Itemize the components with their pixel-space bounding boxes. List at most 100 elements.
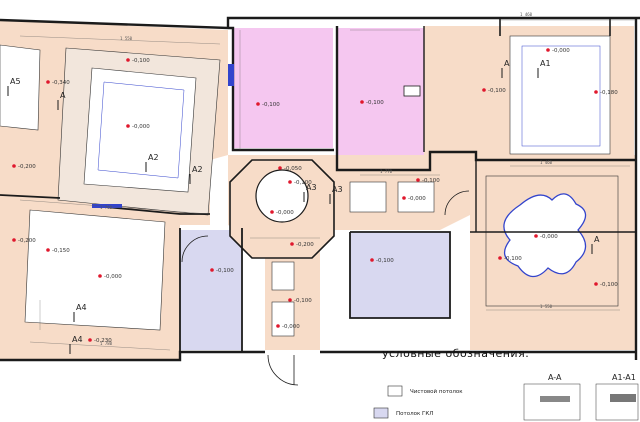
level-marker: -0,000 (534, 234, 558, 240)
level-marker: -0,200 (12, 164, 36, 170)
level-value: -0,050 (284, 166, 302, 172)
level-value: -0,100 (262, 102, 280, 108)
flower-ceiling (503, 193, 587, 278)
level-marker: -0,100 (360, 100, 384, 106)
section-mark: A2 (192, 165, 203, 174)
level-value: -0,100 (132, 58, 150, 64)
level-marker: -0,000 (276, 324, 300, 330)
level-value: -0,100 (488, 88, 506, 94)
room-pink-2 (337, 28, 429, 168)
level-marker: -0,100 (288, 298, 312, 304)
level-value: -0,100 (504, 256, 522, 262)
door-3 (267, 354, 299, 386)
section-mark: A (504, 59, 510, 68)
island-left-1-core (97, 81, 185, 179)
window-top (228, 64, 234, 86)
level-value: -0,200 (296, 242, 314, 248)
level-value: -0,000 (132, 124, 150, 130)
svg-text:1 770: 1 770 (380, 169, 393, 174)
level-marker: -0,100 (256, 102, 280, 108)
level-value: -0,180 (600, 90, 618, 96)
level-marker: -0,000 (98, 274, 122, 280)
island-right-bottom (485, 175, 619, 307)
level-value: -0,000 (408, 196, 426, 202)
door-2 (444, 190, 470, 216)
level-marker: -0,200 (12, 238, 36, 244)
section-a1-hatch (610, 394, 636, 402)
svg-text:1 780: 1 780 (100, 341, 113, 346)
svg-text:1 460: 1 460 (540, 160, 553, 165)
level-marker: -0,100 (210, 268, 234, 274)
section-mark: A4 (72, 335, 83, 344)
legend-swatch-plain (387, 385, 403, 397)
level-value: -0,100 (294, 298, 312, 304)
island-right-top-inner (521, 45, 601, 147)
level-value: -0,100 (294, 180, 312, 186)
svg-text:1 760: 1 760 (100, 205, 113, 210)
level-value: -0,100 (422, 178, 440, 184)
level-value: -0,150 (52, 248, 70, 254)
section-mark: A (60, 91, 66, 100)
level-value: -0,100 (376, 258, 394, 264)
level-marker: -0,100 (594, 282, 618, 288)
legend-title: условные обозначения. (382, 347, 529, 360)
level-marker: -0,100 (482, 88, 506, 94)
ceiling-islands (0, 35, 619, 337)
block-3 (271, 261, 295, 291)
window-left (92, 204, 122, 208)
level-marker: -0,200 (290, 242, 314, 248)
section-aa-hatch (540, 396, 570, 402)
level-marker: -0,150 (46, 248, 70, 254)
room-pink-1 (233, 28, 333, 148)
wall-top-right (499, 18, 611, 36)
door-1 (181, 235, 209, 263)
svg-text:1 460: 1 460 (520, 12, 533, 17)
level-marker: -0,100 (498, 256, 522, 262)
level-value: -0,200 (18, 238, 36, 244)
level-marker: -0,100 (370, 258, 394, 264)
legend-swatch-gkl (373, 407, 389, 419)
level-value: -0,000 (552, 48, 570, 54)
level-value: -0,100 (216, 268, 234, 274)
wall-bottom (0, 350, 636, 362)
dimension-texts: 1 550 1 760 1 780 1 460 1 460 1 550 1 77… (100, 12, 553, 346)
level-marker: -0,340 (46, 80, 70, 86)
level-value: -0,340 (52, 80, 70, 86)
level-value: -0,230 (94, 338, 112, 344)
section-title-aa: A-A (548, 373, 562, 382)
level-value: -0,100 (600, 282, 618, 288)
island-left-2 (24, 209, 166, 331)
block-4 (271, 301, 295, 337)
island-left-3 (0, 44, 41, 131)
legend-item-gkl: Потолок ГКЛ (396, 411, 433, 417)
level-markers: -0,340 -0,100 -0,000 -0,200 -0,100 -0,100 -0,1… (12, 48, 618, 344)
svg-text:1 550: 1 550 (120, 36, 133, 41)
level-marker: -0,000 (546, 48, 570, 54)
section-mark: A2 (148, 153, 159, 162)
round-ceiling (255, 169, 309, 223)
level-value: -0,200 (18, 164, 36, 170)
section-mark: A (594, 235, 600, 244)
section-mark: A4 (76, 303, 87, 312)
section-mark: A3 (306, 183, 317, 192)
room-gkl-1 (180, 230, 242, 350)
dimension-lines (19, 19, 636, 351)
wall-left-mid (0, 194, 210, 215)
room-gkl-2 (350, 232, 450, 318)
level-marker: -0,000 (402, 196, 426, 202)
level-marker: -0,230 (88, 338, 112, 344)
level-marker: -0,100 (126, 58, 150, 64)
section-details: A-A A1-A1 (523, 373, 639, 421)
legend-item-plain: Чистовой потолок (410, 388, 463, 395)
level-value: -0,000 (104, 274, 122, 280)
level-marker: -0,050 (278, 166, 302, 172)
level-value: -0,000 (540, 234, 558, 240)
level-marker: -0,000 (270, 210, 294, 216)
legend: условные обозначения. Чистовой потолок П… (373, 347, 529, 419)
level-marker: -0,180 (594, 90, 618, 96)
section-mark: A5 (10, 77, 21, 86)
section-mark: A3 (332, 185, 343, 194)
level-marker: -0,000 (126, 124, 150, 130)
